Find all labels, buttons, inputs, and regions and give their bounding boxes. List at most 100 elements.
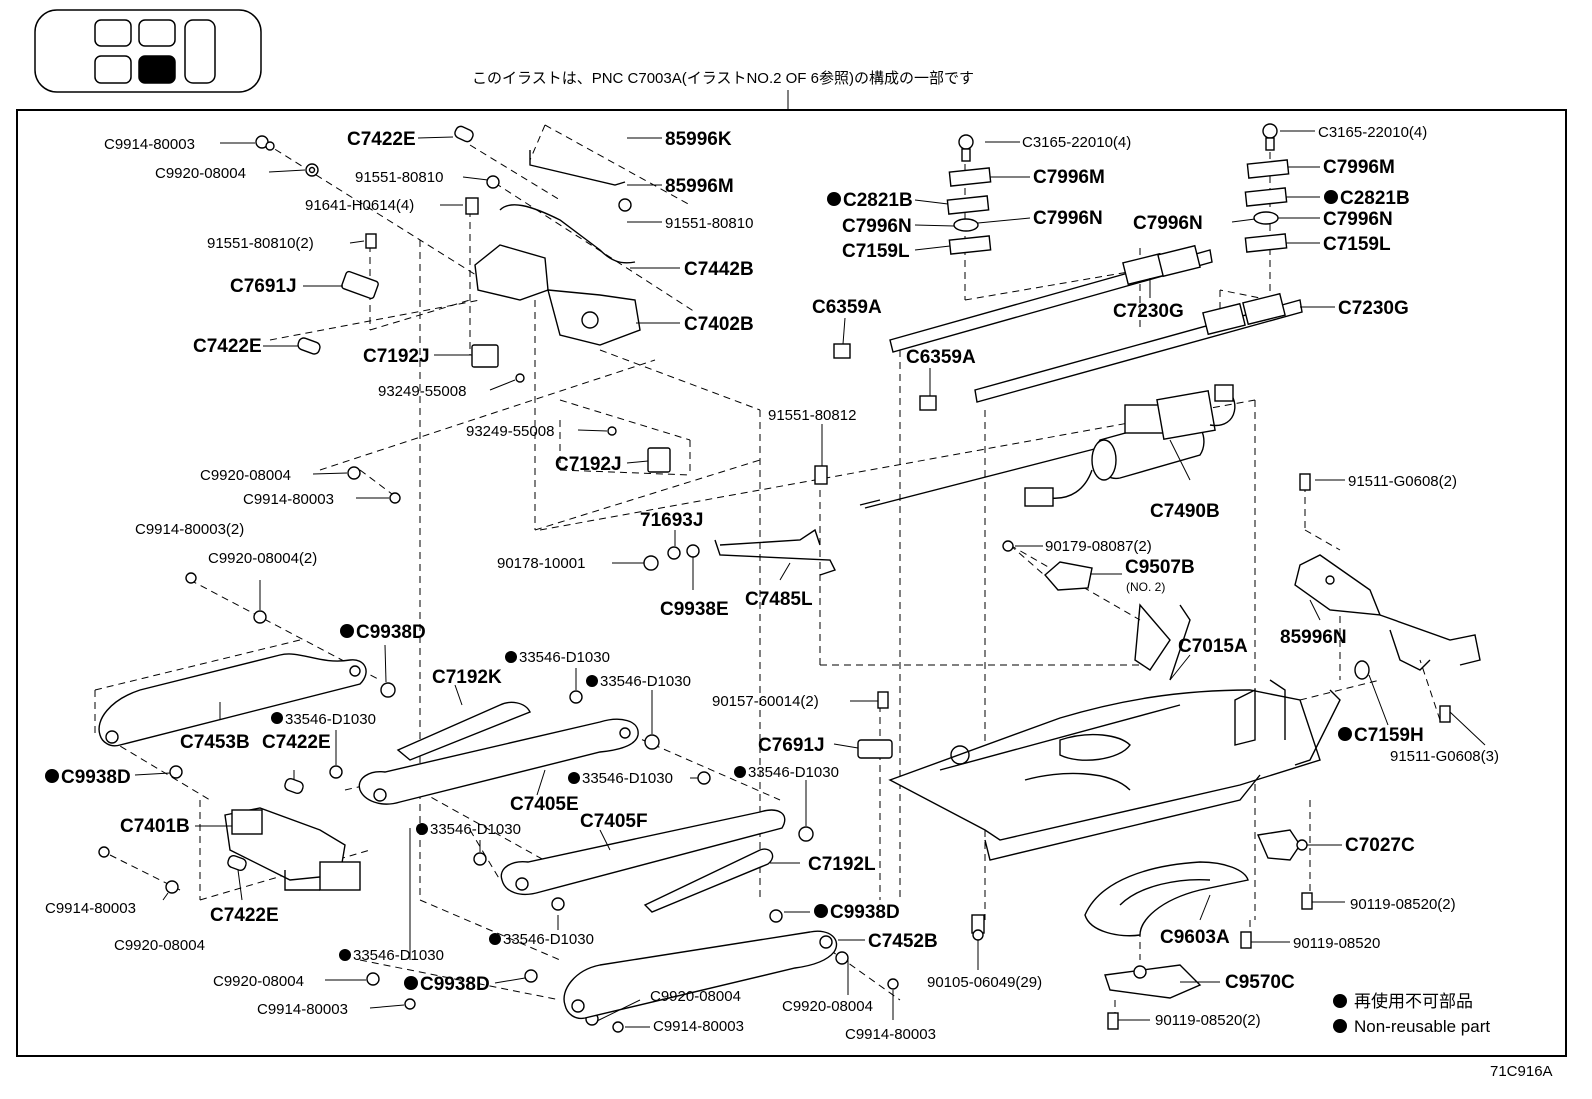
non-reusable-marker	[1333, 1019, 1347, 1033]
washer-icon	[253, 610, 267, 624]
label-c9914-80003: C9914-80003	[845, 1026, 936, 1043]
nut-icon	[686, 544, 700, 558]
label-c7453b: C7453B	[180, 732, 250, 753]
non-reusable-marker	[1333, 994, 1347, 1008]
pad-icon	[946, 195, 990, 215]
label-c9920-08004: C9920-08004	[155, 165, 246, 182]
label-c9920-08004: C9920-08004	[213, 973, 304, 990]
label-93249-55008: 93249-55008	[378, 383, 466, 400]
screw-icon	[971, 914, 985, 941]
washer-icon	[366, 972, 380, 986]
bracket-85996n	[1294, 554, 1481, 671]
washer-icon	[165, 880, 179, 894]
label-c7192l: C7192L	[808, 854, 876, 875]
rail-c7230g-upper	[889, 244, 1213, 353]
label-c7996n: C7996N	[842, 216, 912, 237]
label-90119-08520-2: 90119-08520(2)	[1350, 896, 1456, 913]
label-c9920-08004-2: C9920-08004(2)	[208, 550, 317, 567]
label-c7422e: C7422E	[193, 336, 262, 357]
seat-position-key-icon	[34, 9, 262, 93]
bushing-icon	[569, 690, 583, 704]
bolt-icon	[98, 846, 110, 858]
label-33546-d1030: 33546-D1030	[748, 764, 839, 781]
non-reusable-marker	[734, 766, 746, 778]
label-c7490b: C7490B	[1150, 501, 1220, 522]
pad-icon	[1244, 233, 1288, 253]
label-c7996n: C7996N	[1323, 209, 1393, 230]
nut-icon	[667, 546, 681, 560]
screw-icon	[877, 691, 889, 709]
link-c7192l	[643, 848, 774, 913]
non-reusable-marker	[340, 624, 354, 638]
bushing-icon	[644, 734, 660, 750]
label-c7192j: C7192J	[363, 346, 430, 367]
cover-c9603a	[1084, 861, 1249, 937]
bushing-icon	[524, 969, 538, 983]
label-c9920-08004: C9920-08004	[650, 988, 741, 1005]
part-drawings	[98, 123, 1481, 1033]
label-33546-d1030: 33546-D1030	[285, 711, 376, 728]
bolt-icon	[185, 572, 197, 584]
non-reusable-marker	[404, 976, 418, 990]
pin-icon	[284, 777, 304, 795]
label-c9938d: C9938D	[356, 622, 426, 643]
label-c3165-22010: C3165-22010(4)	[1022, 134, 1131, 151]
label-c7230g: C7230G	[1113, 301, 1184, 322]
label-c7230g: C7230G	[1338, 298, 1409, 319]
pad-icon	[1244, 187, 1288, 207]
screw-icon	[1240, 931, 1252, 949]
label-90157-60014: 90157-60014(2)	[712, 693, 819, 710]
label-c2821b: C2821B	[1340, 188, 1410, 209]
bushing-icon	[473, 852, 487, 866]
label-91551-80810: 91551-80810	[665, 215, 753, 232]
link-c7453b	[98, 653, 367, 747]
label-c7996n: C7996N	[1033, 208, 1103, 229]
label-c7996m: C7996M	[1033, 167, 1105, 188]
washer-icon	[835, 951, 849, 965]
label-33546-d1030: 33546-D1030	[503, 931, 594, 948]
bolt-icon	[255, 135, 275, 151]
bolt-icon	[515, 373, 525, 383]
illustration-code: 71C916A	[1490, 1063, 1553, 1080]
legend-en: Non-reusable part	[1354, 1017, 1490, 1036]
label-c7159l: C7159L	[1323, 234, 1391, 255]
label-85996m: 85996M	[665, 176, 734, 197]
label-c9938d: C9938D	[420, 974, 490, 995]
diagram-frame	[16, 109, 1567, 1057]
label-c7691j: C7691J	[230, 276, 297, 297]
label-c9914-80003: C9914-80003	[653, 1018, 744, 1035]
arm-c7405f	[500, 809, 786, 896]
label-91511-g0608-2: 91511-G0608(2)	[1348, 473, 1457, 490]
label-33546-d1030: 33546-D1030	[600, 673, 691, 690]
bushing-icon	[798, 826, 814, 842]
label-33546-d1030: 33546-D1030	[430, 821, 521, 838]
label-71693j: 71693J	[640, 510, 703, 531]
label-c7996m: C7996M	[1323, 157, 1395, 178]
label-c7996n: C7996N	[1133, 213, 1203, 234]
link-c7192k	[396, 701, 531, 761]
label-c6359a: C6359A	[906, 347, 976, 368]
label-33546-d1030: 33546-D1030	[519, 649, 610, 666]
track-bracket-assembly	[474, 150, 641, 346]
non-reusable-marker	[489, 933, 501, 945]
bushing-icon	[329, 765, 343, 779]
label-c6359a: C6359A	[812, 297, 882, 318]
label-c7159h: C7159H	[1354, 725, 1424, 746]
rail-c7230g-lower	[974, 292, 1303, 403]
pad-icon	[1246, 159, 1290, 179]
label-c9914-80003: C9914-80003	[45, 900, 136, 917]
label-91641-h0614: 91641-H0614(4)	[305, 197, 414, 214]
bushing-icon	[769, 909, 783, 923]
label-c7485l: C7485L	[745, 589, 813, 610]
non-reusable-marker	[568, 772, 580, 784]
bracket-c9570c	[1104, 964, 1202, 999]
label-c7422e: C7422E	[210, 905, 279, 926]
label-90105-06049: 90105-06049(29)	[927, 974, 1042, 991]
bracket-icon	[647, 447, 671, 473]
non-reusable-marker	[45, 769, 59, 783]
leader-lines	[134, 130, 1486, 1028]
bracket-c7401b	[224, 807, 361, 891]
bolt-icon	[612, 1021, 624, 1033]
label-33546-d1030: 33546-D1030	[582, 770, 673, 787]
